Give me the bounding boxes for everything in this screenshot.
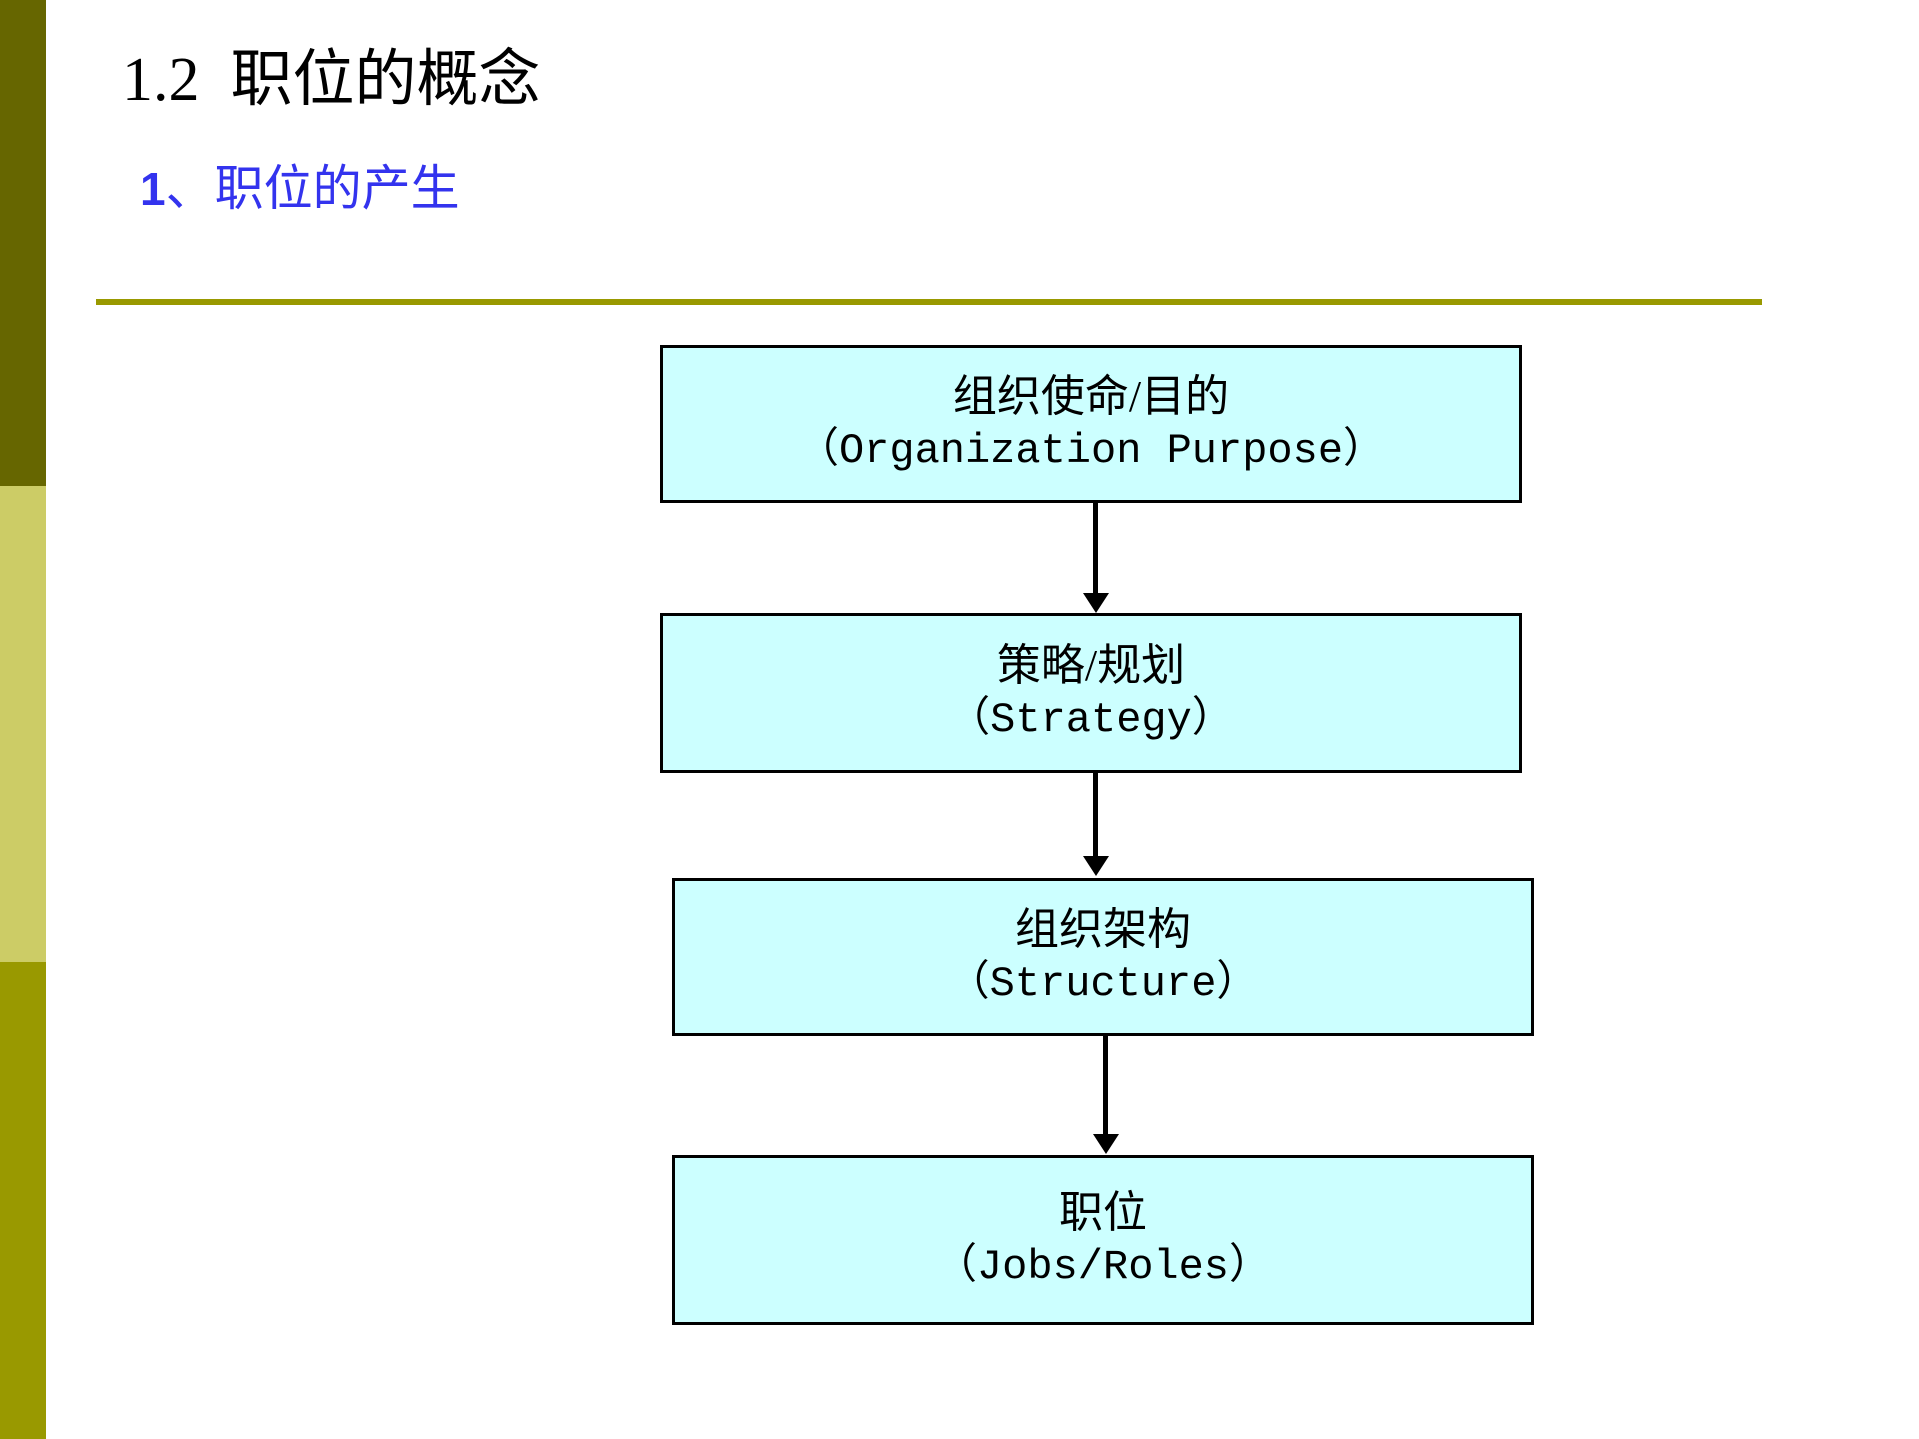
flow-node-title-cn: 组织使命/目的 [952, 372, 1230, 422]
flow-node-title-cn: 职位 [1059, 1188, 1147, 1238]
flow-node-jobs-roles[interactable]: 职位 （Jobs/Roles） [672, 1155, 1534, 1325]
arrow-down-icon-1 [1093, 503, 1098, 595]
flow-node-strategy[interactable]: 策略/规划 （Strategy） [660, 613, 1522, 773]
subtitle-label: 、职位的产生 [165, 161, 460, 216]
sidebar-band-dark-olive [0, 0, 46, 486]
sidebar-band-olive [0, 962, 46, 1439]
flow-node-title-en: （Structure） [947, 960, 1259, 1009]
subtitle-number: 1 [140, 163, 166, 215]
page-title: 1.2 职位的概念 [122, 46, 541, 114]
flow-node-title-en: （Organization Purpose） [796, 427, 1386, 476]
flow-node-organization-purpose[interactable]: 组织使命/目的 （Organization Purpose） [660, 345, 1522, 503]
title-divider-rule [96, 299, 1762, 305]
sidebar-decoration [0, 0, 46, 1439]
flow-node-structure[interactable]: 组织架构 （Structure） [672, 878, 1534, 1036]
sidebar-band-light-olive [0, 486, 46, 962]
flow-node-title-en: （Jobs/Roles） [934, 1243, 1272, 1292]
arrow-down-icon-2 [1093, 773, 1098, 858]
flow-node-title-cn: 策略/规划 [996, 641, 1186, 691]
page-subtitle: 1、职位的产生 [140, 162, 460, 216]
flow-node-title-en: （Strategy） [948, 696, 1234, 745]
arrow-down-icon-3 [1103, 1036, 1108, 1136]
flow-node-title-cn: 组织架构 [1015, 905, 1191, 955]
